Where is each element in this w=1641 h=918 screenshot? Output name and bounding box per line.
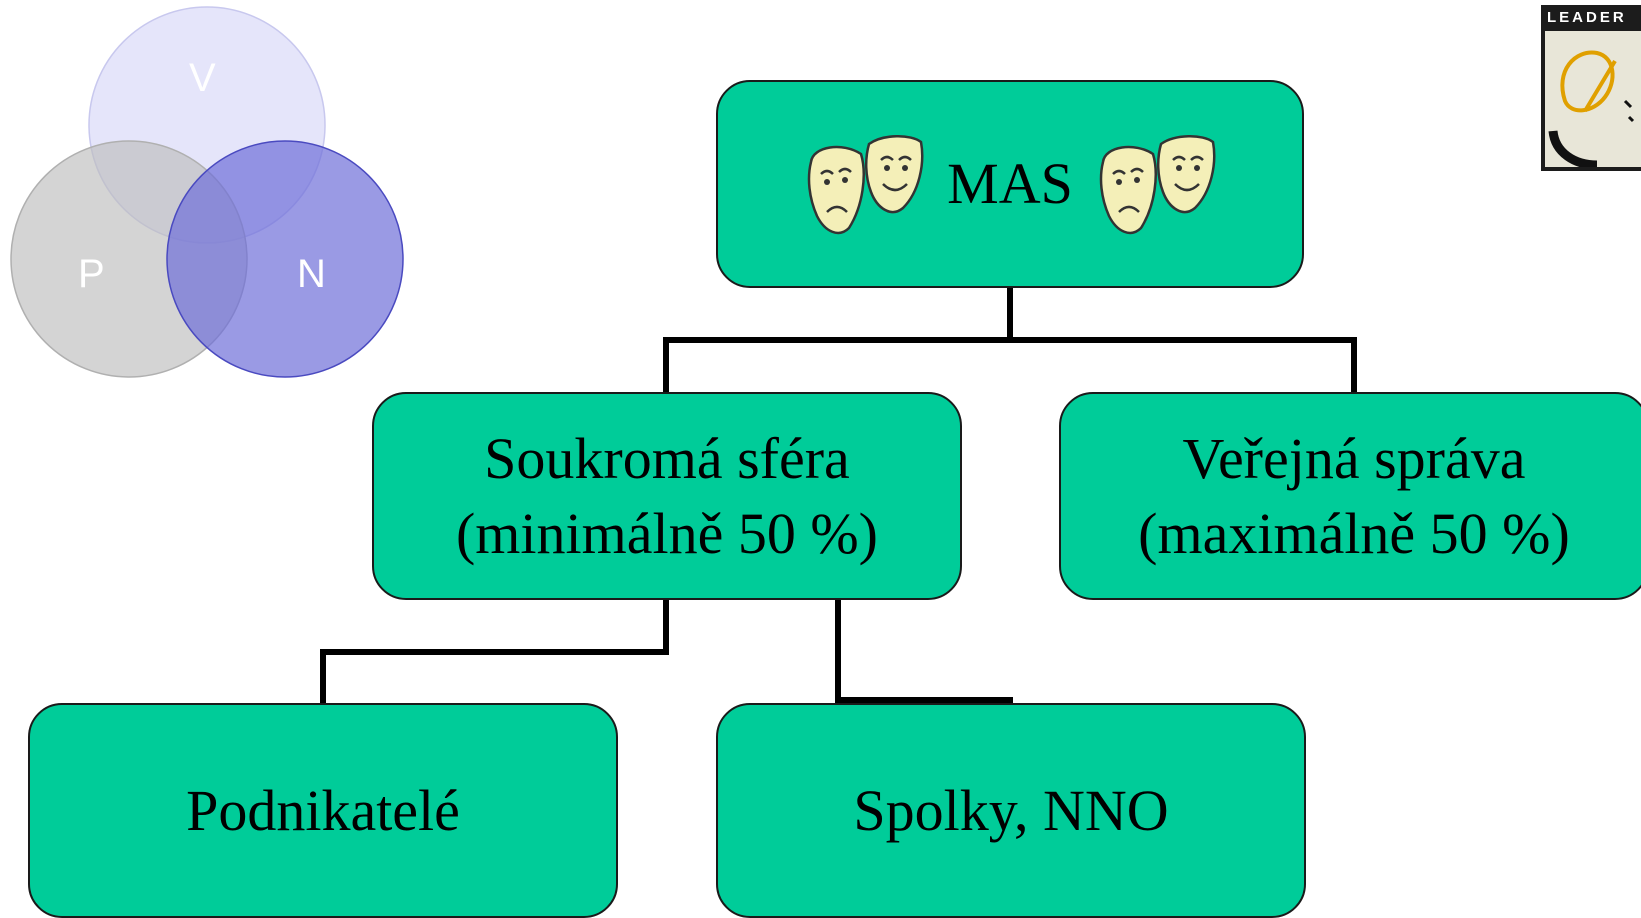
public-administration-node: Veřejná správa (maximálně 50 %) <box>1059 392 1641 600</box>
leader-logo-text: LEADER <box>1547 9 1627 26</box>
private-sphere-node: Soukromá sféra (minimálně 50 %) <box>372 392 962 600</box>
connector-root-to-branches <box>663 285 1013 395</box>
mas-label: MAS <box>947 151 1073 217</box>
leader-logo: LEADER <box>1541 5 1641 171</box>
venn-label-v: V <box>189 56 216 100</box>
theatre-masks-icon <box>1099 135 1216 235</box>
associations-ngo-label: Spolky, NNO <box>853 777 1169 843</box>
connector-private-to-business <box>320 597 669 706</box>
public-administration-title: Veřejná správa <box>1182 425 1526 491</box>
leader-emblem-icon <box>1545 31 1641 167</box>
mas-node: MAS <box>716 80 1304 288</box>
associations-ngo-node: Spolky, NNO <box>716 703 1306 918</box>
connector-private-to-ngo <box>835 597 1013 703</box>
venn-diagram: V P N <box>0 0 420 390</box>
private-sphere-title: Soukromá sféra <box>484 425 850 491</box>
theatre-masks-icon <box>807 135 924 235</box>
private-sphere-share: (minimálně 50 %) <box>455 501 878 566</box>
entrepreneurs-node: Podnikatelé <box>28 703 618 918</box>
venn-circles <box>10 6 404 378</box>
venn-label-p: P <box>78 252 105 296</box>
entrepreneurs-label: Podnikatelé <box>186 777 460 843</box>
venn-label-n: N <box>297 252 326 296</box>
venn-circle-n <box>166 140 404 378</box>
public-administration-share: (maximálně 50 %) <box>1138 501 1570 566</box>
